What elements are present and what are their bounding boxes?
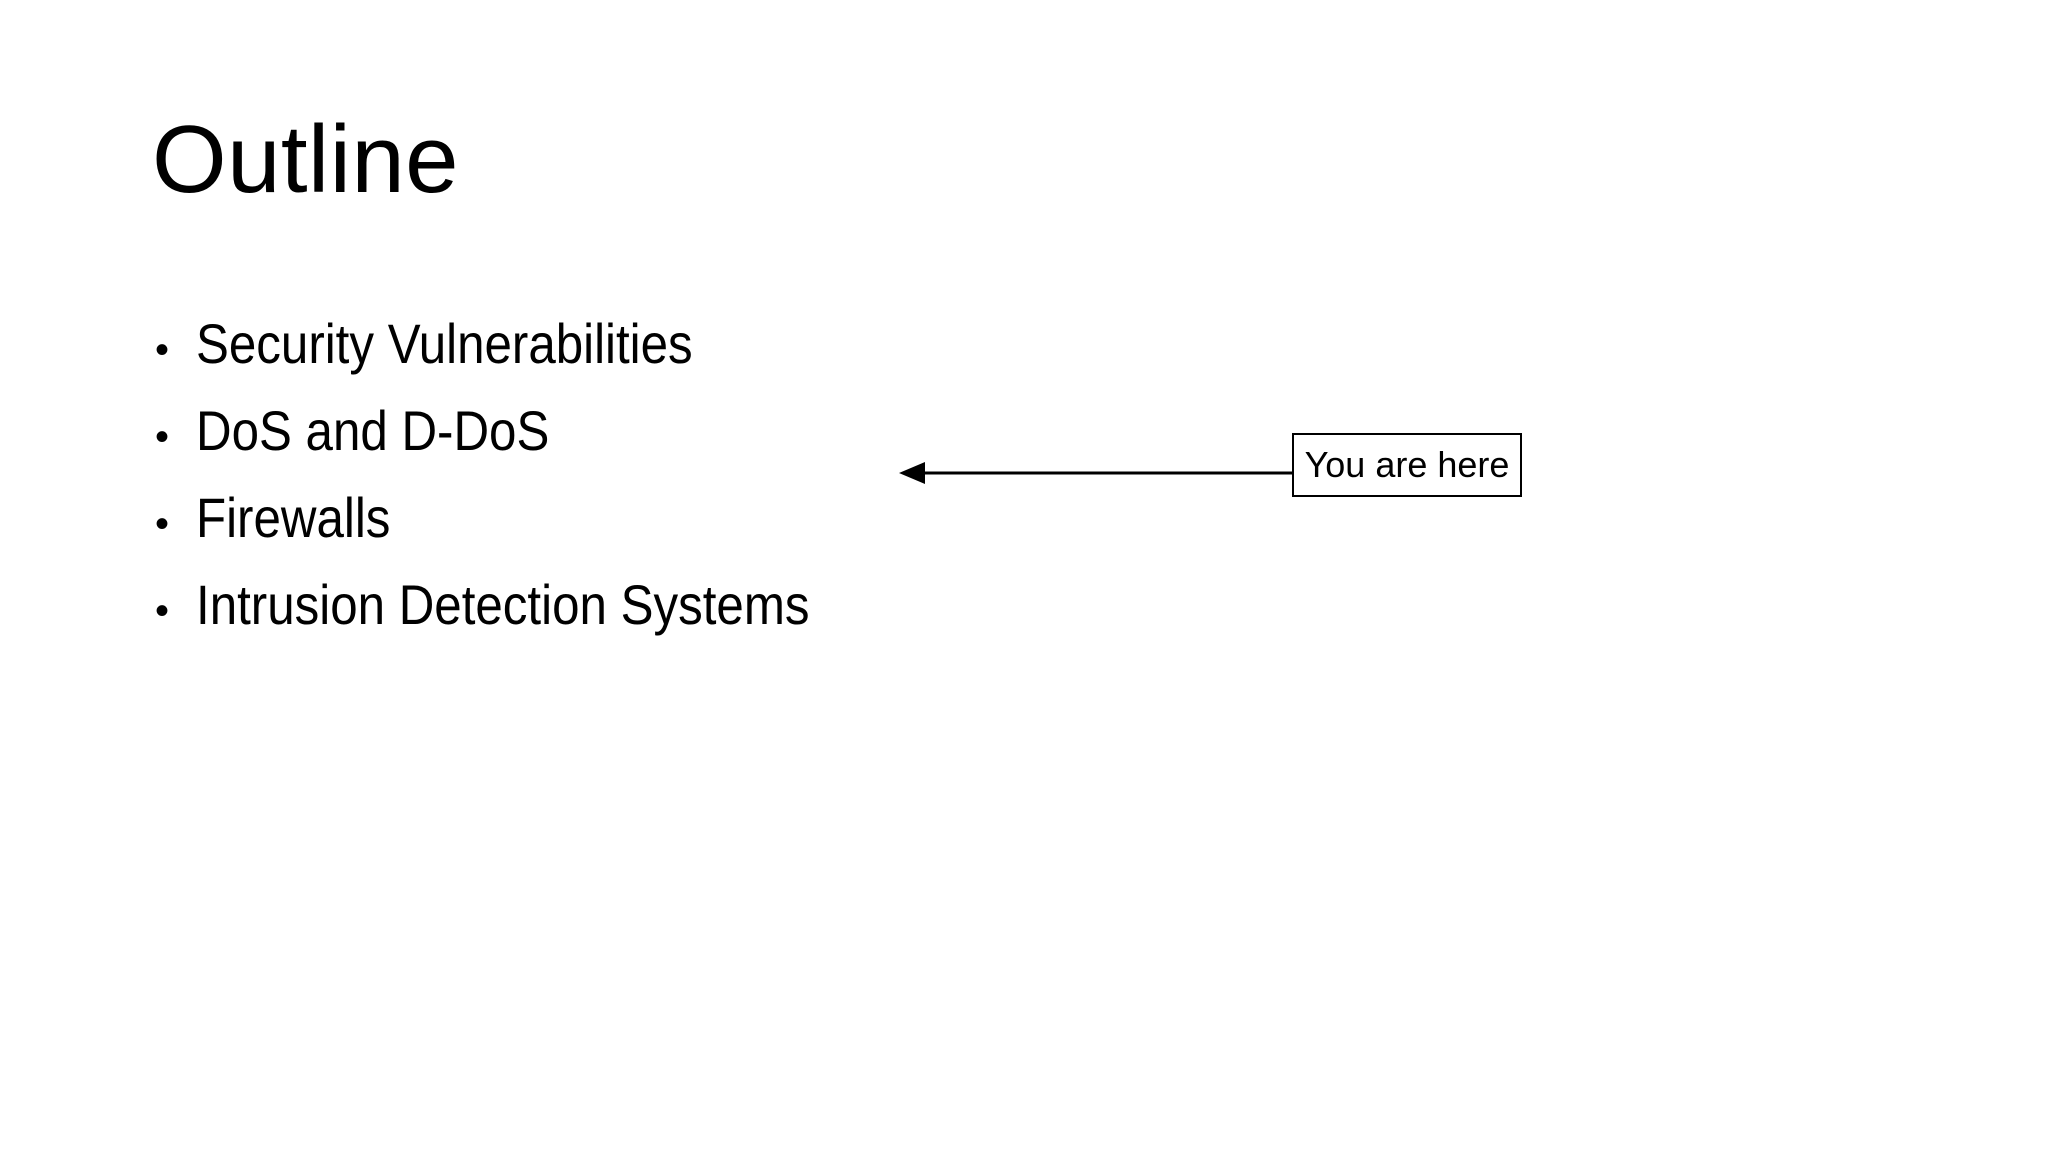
list-item-label: Security Vulnerabilities <box>196 312 693 375</box>
page-title: Outline <box>152 106 459 213</box>
list-item-label: Firewalls <box>196 486 391 549</box>
callout-arrow-icon <box>899 462 1295 484</box>
callout-label: You are here <box>1304 444 1510 485</box>
list-item: • DoS and D-DoS <box>155 387 893 474</box>
bullet-point-icon: • <box>155 502 170 546</box>
list-item-label: DoS and D-DoS <box>196 399 550 462</box>
you-are-here-callout: You are here <box>1292 433 1522 497</box>
bullet-point-icon: • <box>155 589 170 633</box>
list-item: • Firewalls <box>155 474 893 561</box>
list-item: • Security Vulnerabilities <box>155 300 893 387</box>
outline-bullet-list: • Security Vulnerabilities • DoS and D-D… <box>155 300 893 648</box>
list-item: • Intrusion Detection Systems <box>155 561 893 648</box>
bullet-point-icon: • <box>155 415 170 459</box>
bullet-point-icon: • <box>155 328 170 372</box>
list-item-label: Intrusion Detection Systems <box>196 573 810 636</box>
